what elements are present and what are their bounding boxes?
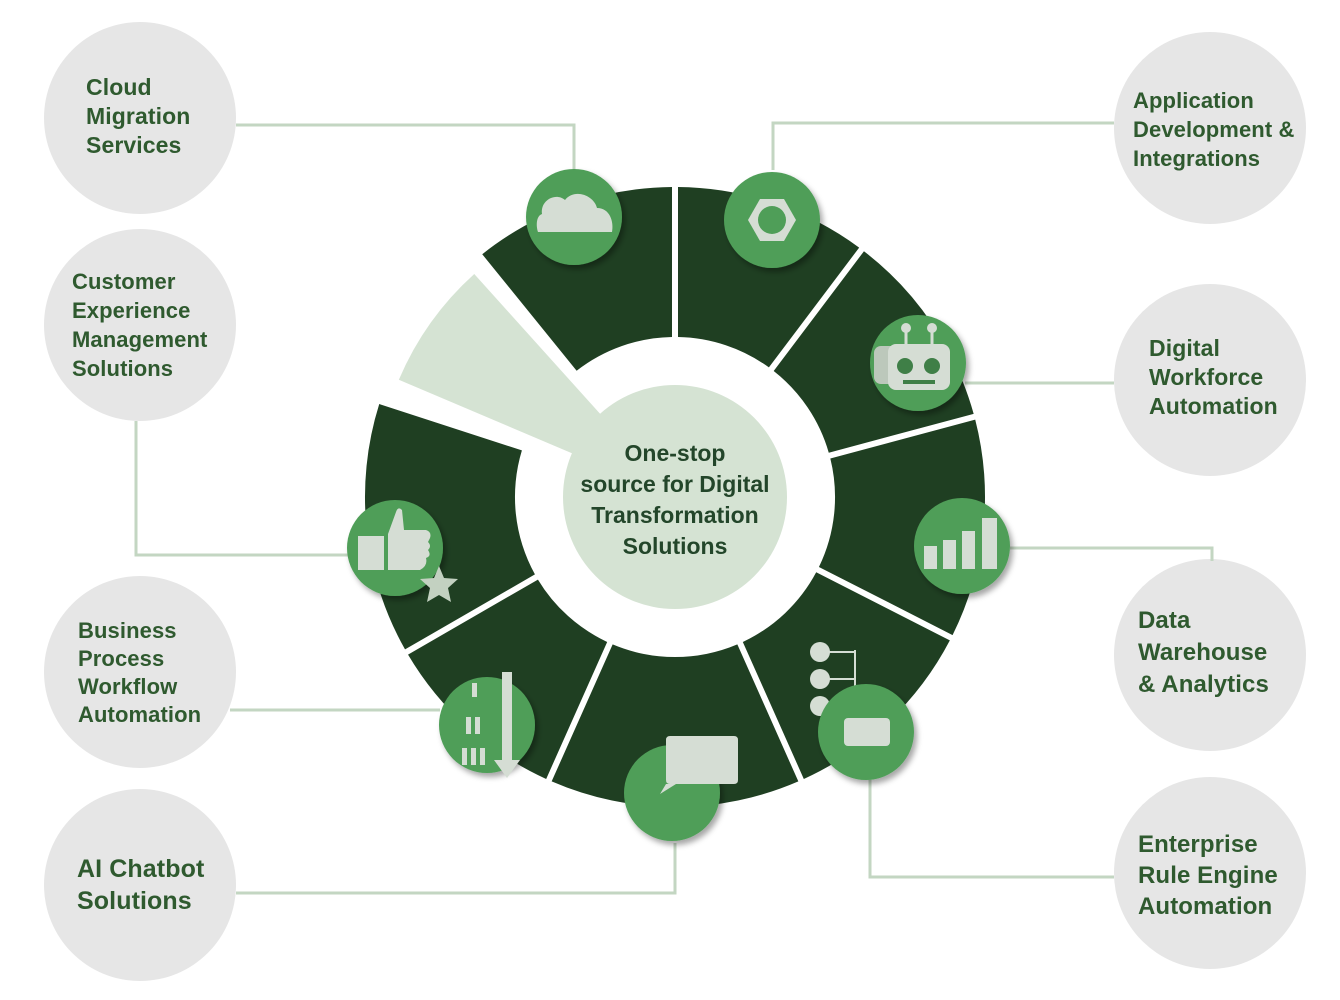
label-customer-experience: Customer Experience Management Solutions	[72, 269, 208, 381]
segment-highlight	[398, 274, 612, 460]
label-circle-app-dev	[1114, 32, 1306, 224]
label-application-development: Application Development & Integrations	[1133, 88, 1295, 171]
label-circle-data-warehouse	[1114, 559, 1306, 751]
label-ai-chatbot: AI Chatbot Solutions	[77, 855, 205, 915]
label-business-process: Business Process Workflow Automation	[78, 618, 202, 727]
hex-nut-hole	[758, 206, 786, 234]
connector-lines	[134, 121, 1214, 895]
center-title: One-stop source for Digital Transformati…	[580, 440, 770, 559]
connector-data-warehouse	[1010, 546, 1214, 561]
icon-circles	[347, 169, 1010, 841]
connector-rule-engine	[868, 780, 1114, 879]
label-circle-ai-chatbot	[44, 789, 236, 981]
cloud-glyph	[536, 193, 613, 232]
center-circle	[563, 385, 787, 609]
label-circle-cloud	[44, 22, 236, 214]
connector-app-dev	[771, 121, 1114, 170]
thumbs-up-glyph	[358, 508, 458, 602]
label-circle-cx	[44, 229, 236, 421]
label-digital-workforce: Digital Workforce Automation	[1149, 335, 1278, 419]
chat-bubble-glyph	[660, 736, 738, 794]
connector-ai-chatbot	[236, 843, 677, 895]
connector-cloud	[236, 123, 576, 170]
label-circle-bpm	[44, 576, 236, 768]
label-circle-digital-workforce	[1114, 284, 1306, 476]
process-download-icon	[439, 677, 535, 773]
bar-chart-glyph	[924, 518, 997, 569]
flow-tree-box	[844, 718, 890, 746]
connector-cx	[134, 421, 350, 557]
label-circles	[44, 22, 1306, 981]
label-cloud-migration: Cloud Migration Services	[86, 74, 191, 158]
segment-rule-engine	[742, 572, 950, 779]
process-download-glyph	[462, 672, 520, 778]
label-circle-rule-engine	[1114, 777, 1306, 969]
robot-glyph	[874, 323, 950, 390]
label-data-warehouse: Data Warehouse & Analytics	[1138, 607, 1269, 698]
label-rule-engine: Enterprise Rule Engine Automation	[1138, 831, 1278, 920]
